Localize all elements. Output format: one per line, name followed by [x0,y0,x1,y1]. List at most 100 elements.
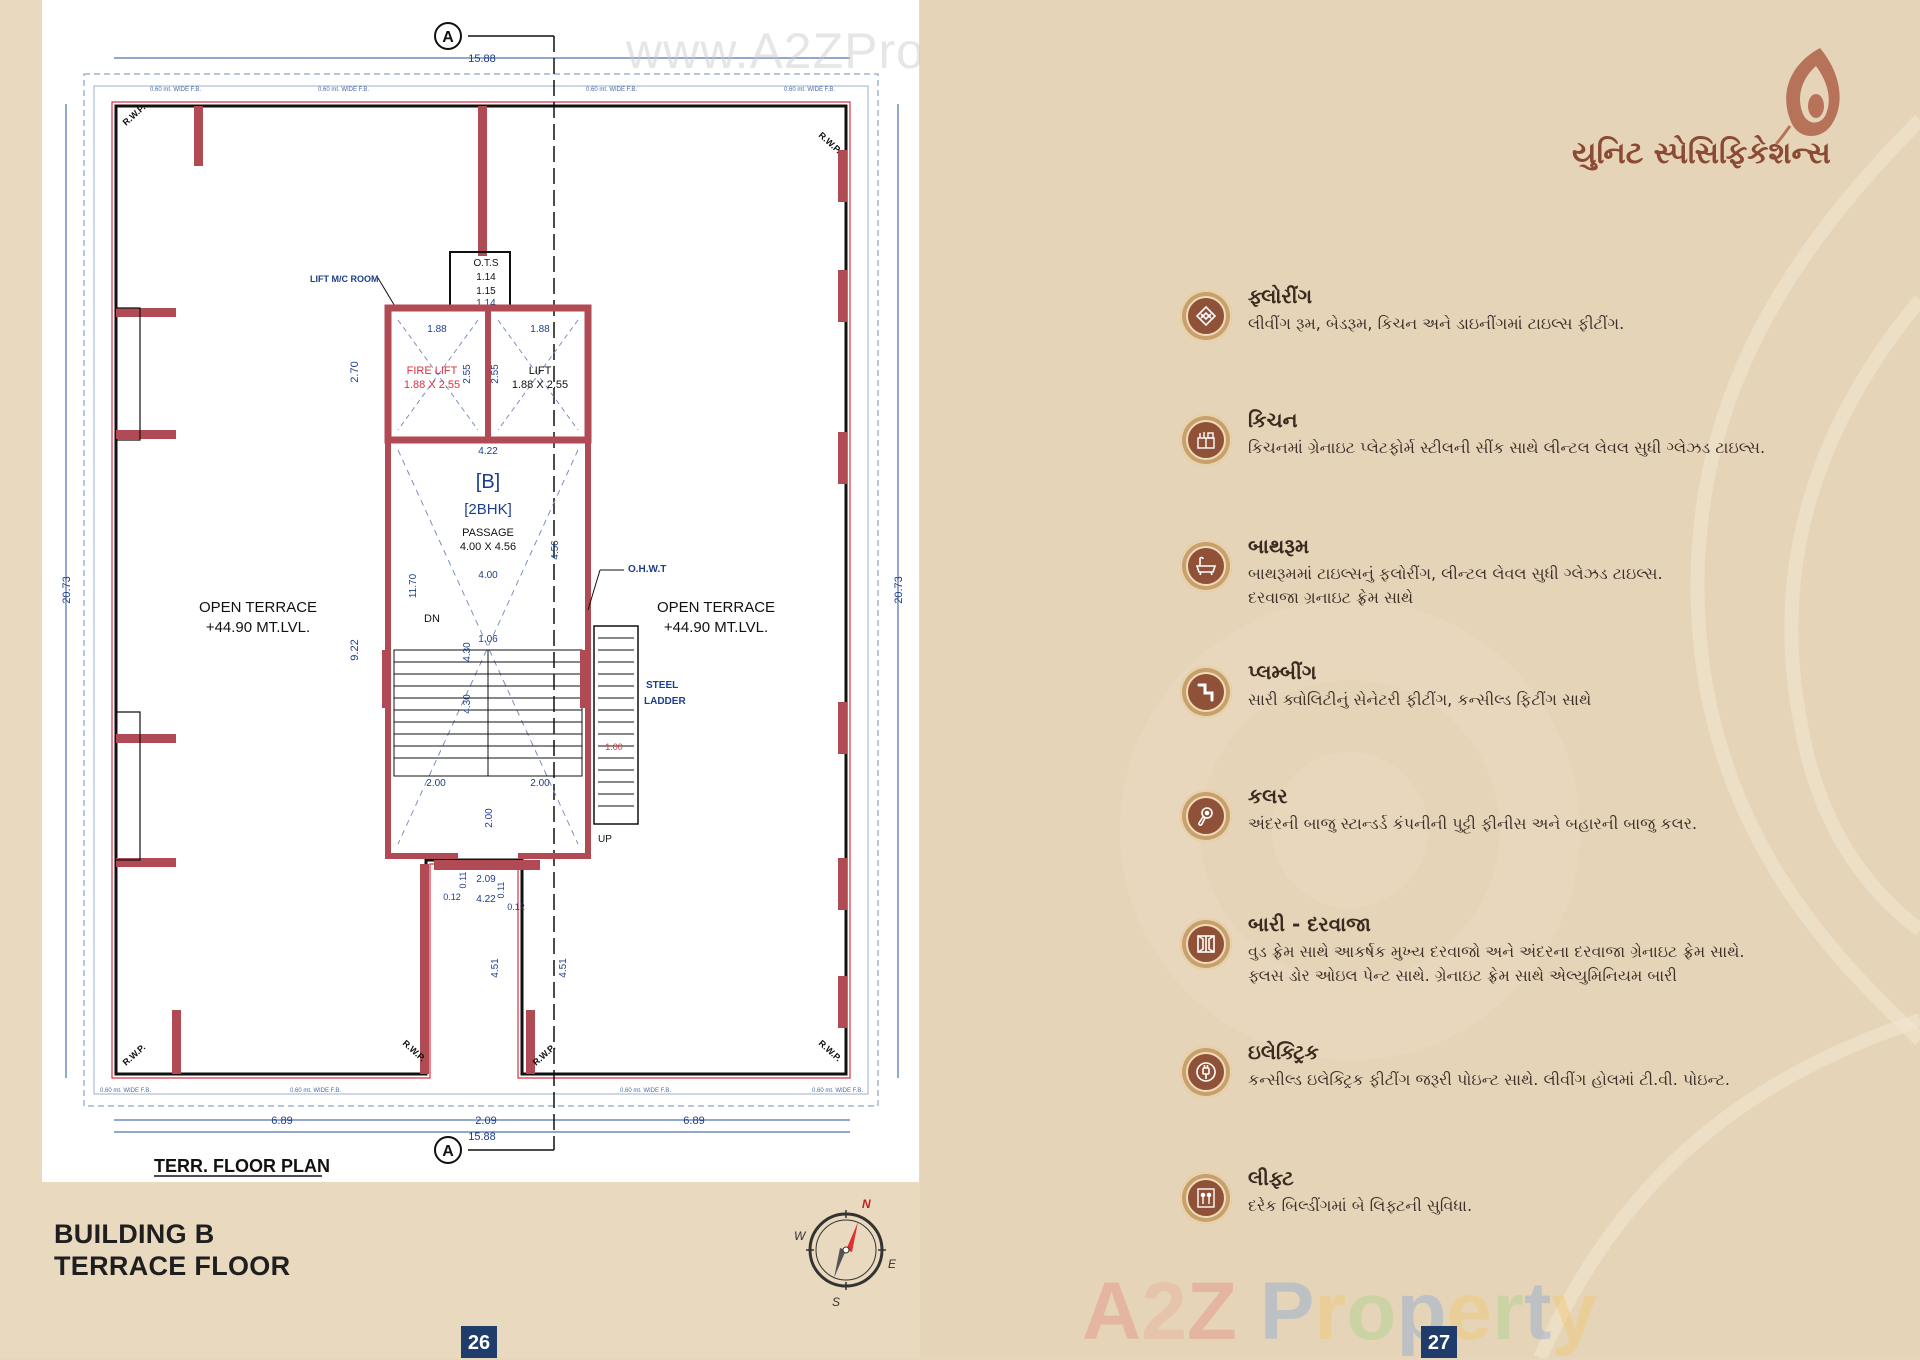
spec-text-flooring: લીવીંગ રૂમ, બેડરૂમ, કિચન અને ડાઇનીંગમાં … [1248,314,1625,333]
steel-ladder [593,625,639,825]
fb-label-5: 0.60 mt. WIDE F.B. [100,1088,151,1094]
plug-icon [1186,1052,1226,1092]
lift-dim-right: 1.88 [530,324,550,335]
watermark-bottom: A2Z Property [1082,1266,1597,1357]
spec-text-lift: દરેક બિલ્ડીંગમાં બે લિફ્ટની સુવિધા. [1248,1196,1473,1215]
lift-mc-room-label: LIFT M/C ROOM [310,274,379,284]
section-marker-bottom: A [434,1136,462,1164]
tiles-icon [1186,296,1226,336]
lift-label: LIFT [529,365,552,377]
passage-label: PASSAGE [462,527,514,539]
spec-text-plumbing: સારી ક્વોલિટીનું સેનેટરી ફીટીંગ, કન્સીલ્… [1248,690,1592,709]
level-right: +44.90 MT.LVL. [664,619,768,636]
left-page: 15.88 15.88 6.89 2.09 6.89 20.73 20.73 0… [0,0,1092,1358]
passage-size: 4.00 X 4.56 [460,541,516,553]
level-left: +44.90 MT.LVL. [206,619,310,636]
spec-text-windows-doors: વુડ ફ્રેમ સાથે આકર્ષક મુખ્ય દરવાજો અને અ… [1248,942,1745,985]
svg-text:A: A [442,1143,454,1160]
ots-dim-bottom: 1.14 [476,298,496,309]
stair-bottom-dim: 2.00 [484,808,495,828]
passage-width-dim: 4.00 [478,570,498,581]
lift-top-width: 4.22 [478,446,498,457]
floor-plan-drawing: 15.88 15.88 6.89 2.09 6.89 20.73 20.73 0… [42,0,919,1182]
duct-width-dim: 2.09 [476,874,496,885]
unit-type: [2BHK] [464,501,512,518]
peacock-feather-logo-icon [1774,48,1840,144]
building-title: BUILDING B TERRACE FLOOR [54,1218,290,1282]
dim-bottom-right: 6.89 [683,1115,704,1127]
floor-plan-svg: 15.88 15.88 6.89 2.09 6.89 20.73 20.73 0… [61,22,905,1177]
open-terrace-right: OPEN TERRACE [657,599,775,616]
columns [116,106,847,1074]
window-icon [1186,924,1226,964]
up-label: UP [598,834,612,845]
spec-title-flooring: ફ્લોરીંગ [1248,284,1313,308]
ots-dim-h: 1.15 [476,286,496,297]
passage-height-dim: 4.56 [550,540,561,560]
dim-right: 20.73 [893,576,905,604]
stair-treads [393,649,583,777]
ots-label: O.T.S [473,258,498,269]
lift-size: 1.88 X 2.55 [512,379,568,391]
spec-title-bathroom: બાથરૂમ [1248,534,1310,558]
fb-label-8: 0.60 mt. WIDE F.B. [812,1088,863,1094]
spec-title-kitchen: કિચન [1248,408,1298,432]
page-number-right: 27 [1421,1326,1457,1358]
spec-text-bathroom: બાથરૂમમાં ટાઇલ્સનું ફલોરીંગ, લીન્ટલ લેવલ… [1248,564,1663,607]
rwp-br: R.W.P. [817,1038,844,1063]
dn-label: DN [424,613,440,625]
fb-label-3: 0.60 mt. WIDE F.B. [586,87,637,93]
kitchen-icon [1186,420,1226,460]
duct-c-dim: 0.11 [458,872,468,889]
fire-lift-label: FIRE LIFT [407,365,458,377]
duct-width2-dim: 4.22 [476,894,496,905]
fb-label-2: 0.60 mt. WIDE F.B. [318,87,369,93]
fb-boundary [83,73,879,1107]
stair-width-dim: 1.06 [478,634,498,645]
paint-icon [1186,796,1226,836]
spec-title-plumbing: પ્લમ્બીંગ [1248,660,1317,684]
elevator-icon [1186,1178,1226,1218]
bathtub-icon [1186,546,1226,586]
spec-text-kitchen: કિચનમાં ગ્રેનાઇટ પ્લેટફોર્મ સ્ટીલની સીંક… [1248,438,1766,457]
building-title-line1: BUILDING B [54,1219,215,1249]
steel-ladder-label-1: STEEL [646,680,678,691]
lower-right-dim: 4.51 [558,958,569,978]
spec-title-colour: કલર [1248,784,1288,808]
stair-left-dim: 2.00 [426,778,446,789]
stair-h1-dim: 4.30 [462,642,473,662]
fb-label-1: 0.60 mt. WIDE F.B. [150,87,201,93]
compass-s: S [832,1295,840,1308]
spec-title-electric: ઇલેક્ટ્રિક [1248,1040,1319,1064]
compass-e: E [888,1257,897,1271]
lift-inner-right: 2.55 [490,364,501,384]
passage-walls [385,440,591,859]
spec-title: યુનિટ સ્પેસિફિકેશન્સ [1572,136,1831,171]
lift-height-dim: 2.70 [349,361,361,382]
decorative-swirl [1120,115,1920,1358]
pipe-icon [1186,672,1226,712]
ots-dim-w: 1.14 [476,272,496,283]
dim-bottom: 15.88 [468,1131,496,1143]
open-terrace-left: OPEN TERRACE [199,599,317,616]
rwp-tr: R.W.P. [817,130,844,155]
plan-title: TERR. FLOOR PLAN [154,1156,330,1176]
fb-label-7: 0.60 mt. WIDE F.B. [620,1088,671,1094]
compass-w: W [794,1229,807,1243]
ohwt-label: O.H.W.T [628,564,666,575]
lower-left-dim: 4.51 [490,958,501,978]
svg-text:A: A [442,29,454,46]
dim-bottom-left: 6.89 [271,1115,292,1127]
spec-title-windows-doors: બારી - દરવાજા [1248,912,1371,936]
stair-h2-dim: 4.30 [462,694,473,714]
fb-label-4: 0.60 mt. WIDE F.B. [784,87,835,93]
duct-a-dim: 0.12 [443,892,461,902]
duct-b-dim: 0.12 [507,902,525,912]
core-height-dim: 11.70 [408,573,419,598]
core-lower-dim: 9.22 [349,639,361,660]
fb-label-6: 0.60 mt. WIDE F.B. [290,1088,341,1094]
section-marker-top: A [434,22,462,50]
dim-left: 20.73 [61,576,73,604]
unit-id: [B] [476,471,500,493]
dim-top: 15.88 [468,53,496,65]
